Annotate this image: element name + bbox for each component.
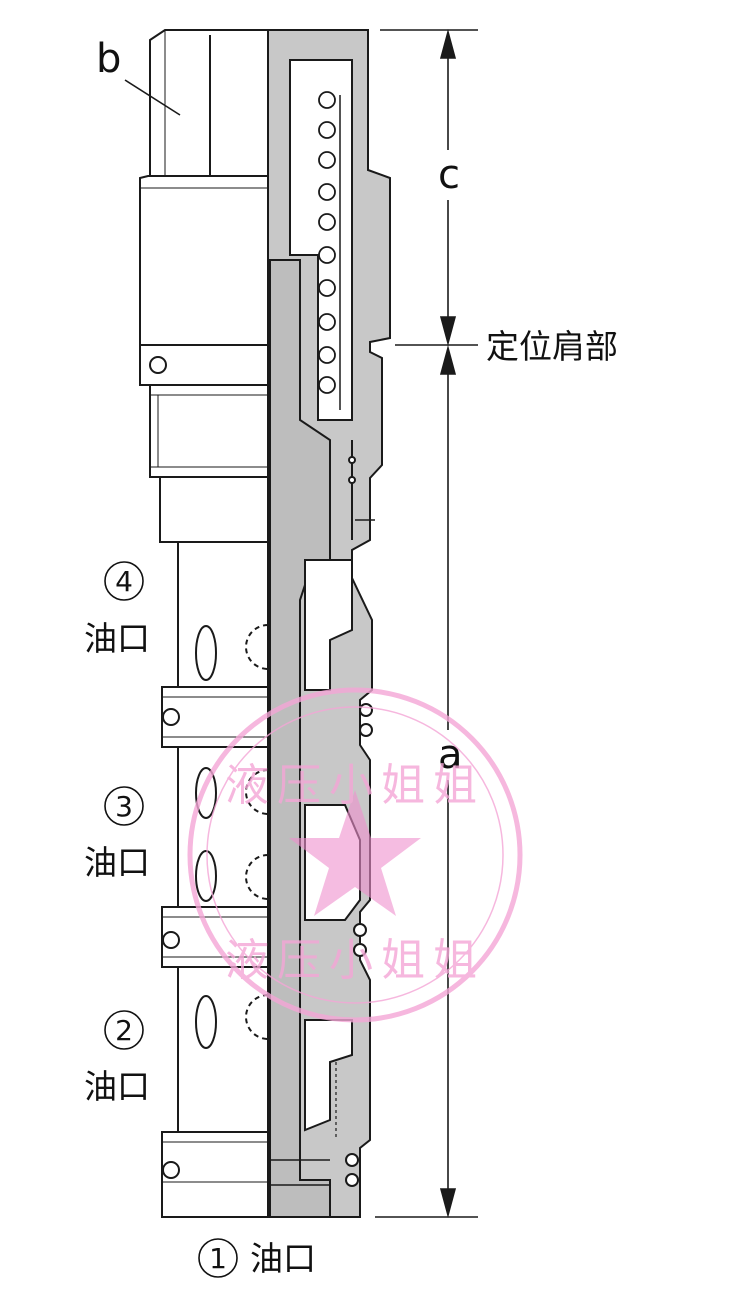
svg-text:3: 3: [115, 790, 133, 823]
svg-text:4: 4: [115, 565, 133, 598]
valve-exterior: [139, 29, 269, 1218]
spring: [318, 91, 336, 394]
label-b: b: [96, 36, 121, 82]
svg-text:2: 2: [115, 1014, 133, 1047]
svg-text:油口: 油口: [250, 1239, 316, 1278]
valve-section: [178, 29, 391, 1218]
label-locating-shoulder: 定位肩部: [486, 327, 618, 366]
port-label-1: 1 油口: [198, 1238, 316, 1278]
svg-text:油口: 油口: [84, 1067, 150, 1106]
svg-text:油口: 油口: [84, 843, 150, 882]
label-a: a: [438, 732, 463, 778]
svg-text:1: 1: [209, 1242, 227, 1275]
dimensions: [124, 28, 478, 1219]
label-c: c: [438, 152, 460, 198]
watermark-seal: 液压小姐姐 液压小姐姐: [187, 687, 523, 1023]
port-section-2: [177, 966, 269, 1133]
port-label-4: 4 油口: [84, 561, 150, 658]
thread-section: [149, 384, 269, 478]
watermark-star: [289, 790, 421, 916]
port-label-2: 2 油口: [84, 1010, 150, 1106]
leader-b: [124, 79, 181, 116]
watermark-text-top: 液压小姐姐: [225, 760, 485, 811]
watermark-text-bottom: 液压小姐姐: [225, 935, 485, 986]
upper-body: [139, 175, 269, 346]
svg-text:油口: 油口: [84, 619, 150, 658]
port-label-3: 3 油口: [84, 786, 150, 882]
